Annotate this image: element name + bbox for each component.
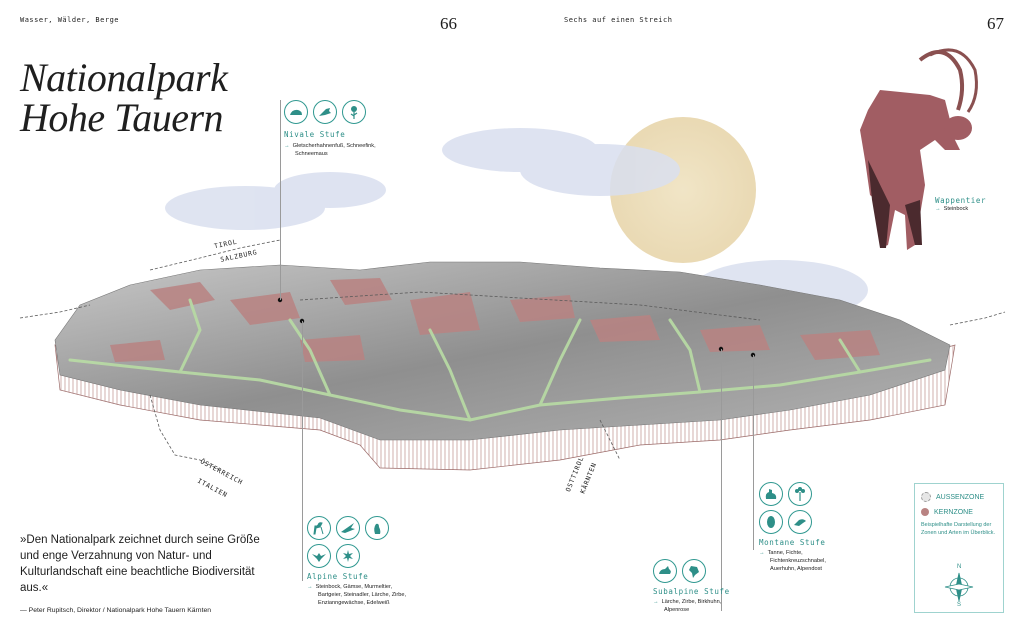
zone-label-subalpine: Subalpine Stufe [653, 587, 730, 596]
zone-nivale: Nivale Stufe →Gletscherhahnenfuß, Schnee… [284, 100, 376, 158]
compass-rose [944, 572, 974, 602]
leader-line-subalpine [721, 349, 722, 611]
page-number-right: 67 [987, 14, 1004, 33]
species-list-subalpine: →Lärche, Zirbe, Birkhuhn, Alpenrose [653, 599, 722, 613]
wappentier: Wappentier →Steinbock [935, 196, 986, 213]
eagle-icon [307, 544, 331, 568]
edelweiss-icon [336, 544, 360, 568]
alpendost-icon [788, 482, 812, 506]
marmot-icon [365, 516, 389, 540]
zone-label-montane: Montane Stufe [759, 538, 826, 547]
species-list-nivale: →Gletscherhahnenfuß, Schneefink, Schneem… [284, 143, 376, 157]
zone-montane: Montane Stufe →Tanne, Fichte, Fichtenkre… [759, 482, 826, 573]
pinecone-icon [759, 510, 783, 534]
legend-note: Beispielhafte Darstellung der Zonen und … [921, 522, 995, 536]
page-title: Nationalpark Hohe Tauern [20, 55, 228, 140]
kernzone-swatch [921, 508, 929, 516]
compass-north: N [957, 564, 962, 570]
legend-aussenzone: AUSSENZONE [921, 492, 997, 502]
ibex-icon [307, 516, 331, 540]
title-line-1: Nationalpark [20, 55, 228, 100]
compass-south: S [957, 602, 962, 608]
subalpine-icons [653, 559, 730, 583]
nivale-icons [284, 100, 376, 124]
capercaillie-icon [759, 482, 783, 506]
leader-line-montane [753, 355, 754, 550]
zone-alpine: Alpine Stufe →Steinbock, Gämse, Murmelti… [307, 516, 406, 607]
leader-line-alpine [302, 321, 303, 581]
ibex-illustration [860, 48, 978, 250]
flower-icon [342, 100, 366, 124]
mouse-icon [284, 100, 308, 124]
title-line-2: Hohe Tauern [20, 95, 224, 140]
species-list-alpine: →Steinbock, Gämse, Murmeltier, Bartgeier… [307, 584, 406, 606]
pull-quote: »Den Nationalpark zeichnet durch seine G… [20, 534, 260, 594]
leader-line-nivale [280, 100, 281, 300]
map-legend: AUSSENZONE KERNZONE Beispielhafte Darste… [914, 483, 1004, 613]
bird-icon [313, 100, 337, 124]
wappentier-label: Wappentier [935, 196, 987, 205]
crossbill-icon [788, 510, 812, 534]
page-number-left: 66 [440, 14, 457, 33]
wappentier-value: →Steinbock [935, 206, 969, 212]
alpine-icons-row1 [307, 516, 406, 540]
aussenzone-swatch [921, 492, 931, 502]
alpine-icons-row2 [307, 544, 406, 568]
border-lines [19, 239, 1006, 471]
legend-kernzone: KERNZONE [921, 508, 997, 516]
vulture-icon [336, 516, 360, 540]
nutcracker-icon [682, 559, 706, 583]
clouds [165, 128, 868, 320]
montane-icons-row2 [759, 510, 826, 534]
running-header-center: Sechs auf einen Streich [564, 16, 673, 24]
montane-icons-row1 [759, 482, 826, 506]
species-list-montane: →Tanne, Fichte, Fichtenkreuzschnabel, Au… [759, 550, 826, 572]
grouse-icon [653, 559, 677, 583]
zone-label-alpine: Alpine Stufe [307, 572, 369, 581]
running-header-left: Wasser, Wälder, Berge [20, 16, 120, 24]
zone-label-nivale: Nivale Stufe [284, 130, 346, 139]
zone-subalpine: Subalpine Stufe →Lärche, Zirbe, Birkhuhn… [653, 559, 730, 614]
quote-attribution: — Peter Rupitsch, Direktor / Nationalpar… [20, 607, 212, 614]
